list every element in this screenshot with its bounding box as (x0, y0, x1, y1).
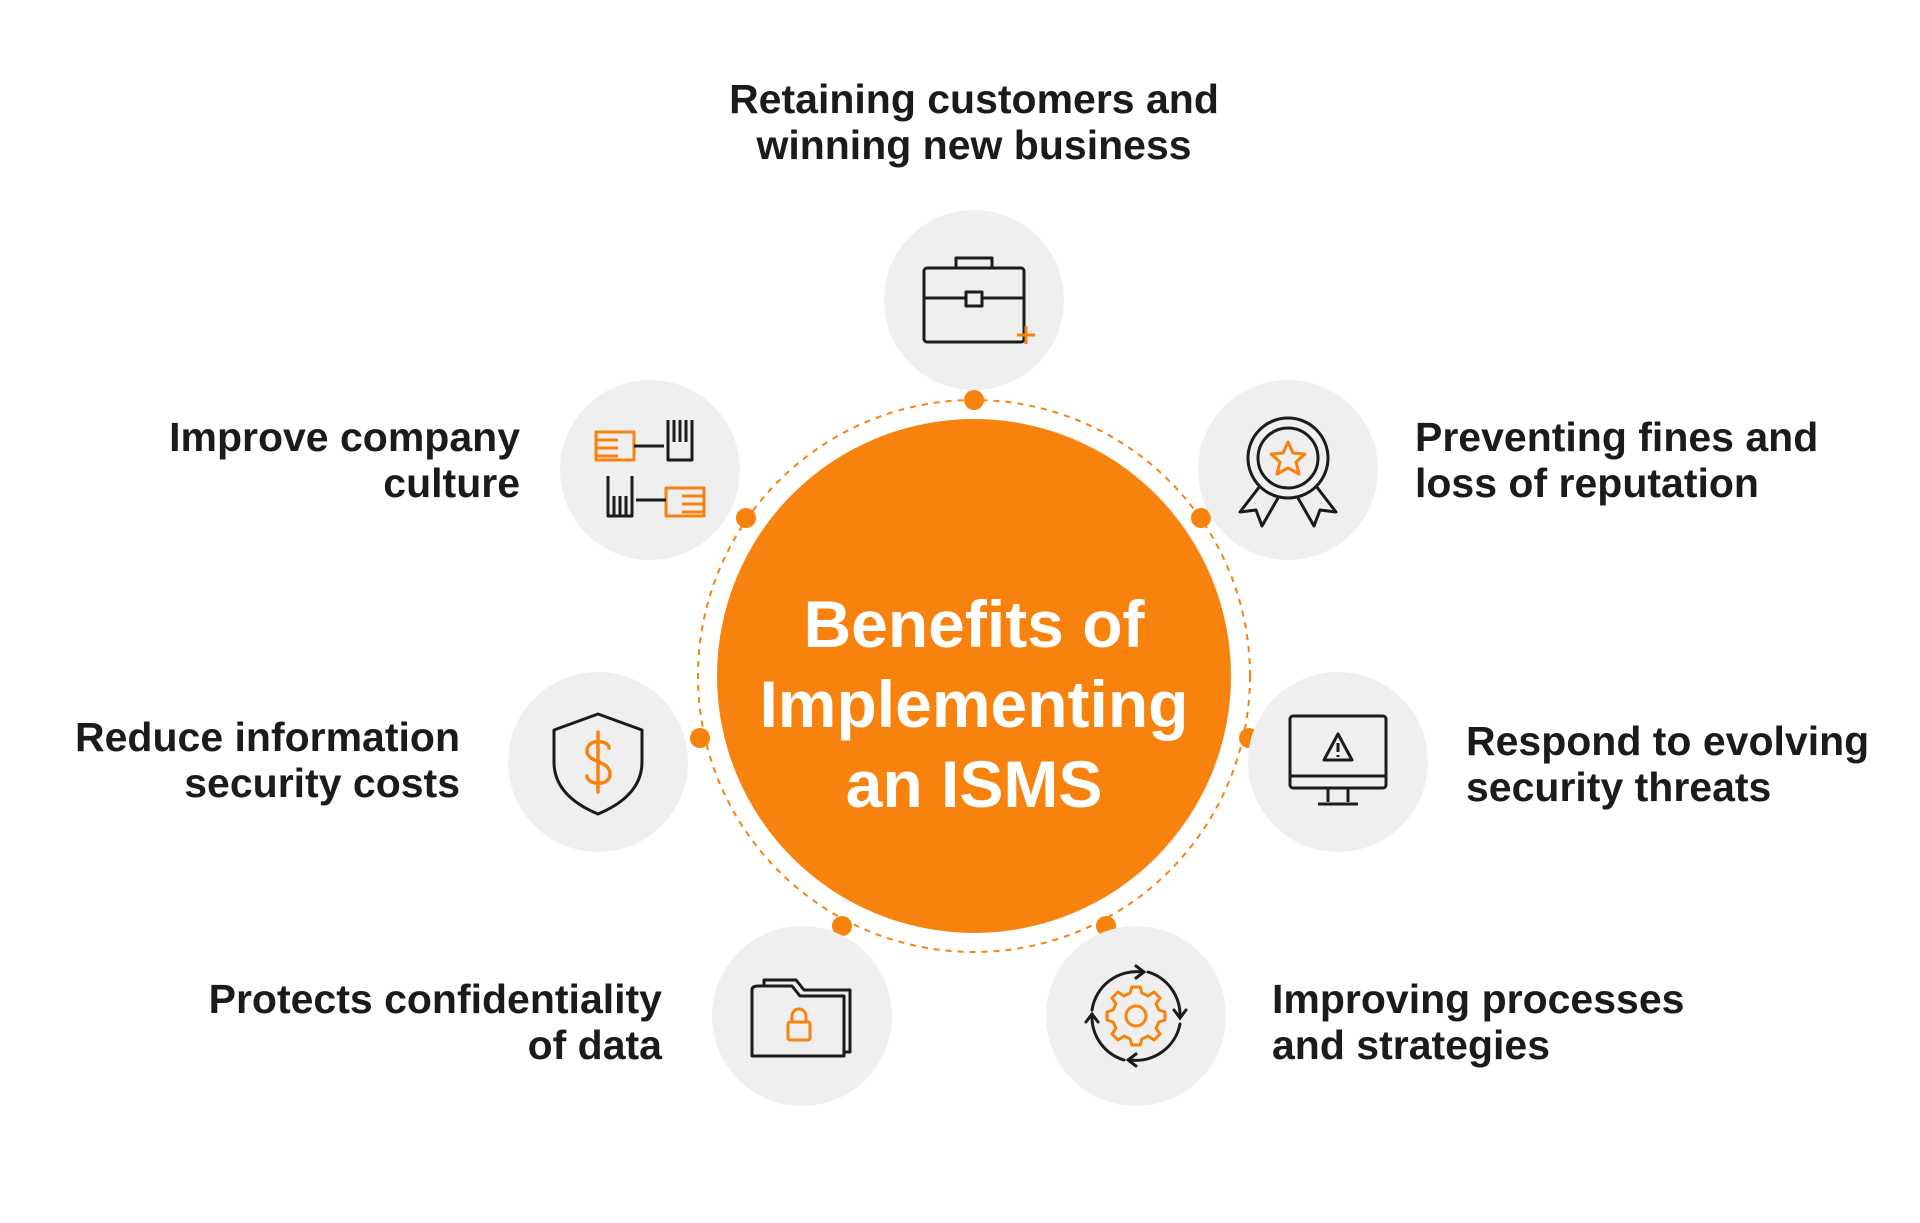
benefit-label-1: Retaining customers and winning new busi… (714, 76, 1234, 168)
benefit-7-line-2: culture (383, 460, 520, 506)
orbit-dot-lower-left (832, 916, 852, 936)
benefit-4-line-1: Improving processes (1272, 976, 1685, 1022)
benefit-2-line-2: loss of reputation (1415, 460, 1759, 506)
benefit-label-3: Respond to evolving security threats (1466, 718, 1869, 810)
benefit-7-line-1: Improve company (169, 414, 520, 460)
center-title-line-3: an ISMS (845, 747, 1103, 821)
benefit-label-2: Preventing fines and loss of reputation (1415, 414, 1818, 506)
award-circle (1198, 380, 1378, 560)
shield-dollar-icon (552, 712, 644, 816)
orbit-dot-top (964, 390, 984, 410)
benefit-5-line-1: Protects confidentiality (208, 976, 662, 1022)
benefit-label-4: Improving processes and strategies (1272, 976, 1684, 1068)
benefit-2-line-1: Preventing fines and (1415, 414, 1819, 460)
briefcase-circle (884, 210, 1064, 390)
joined-hands-icon (594, 420, 706, 518)
benefit-3-line-1: Respond to evolving (1466, 718, 1870, 764)
monitor-warning-icon (1288, 714, 1388, 806)
benefit-1-line-1: Retaining customers and (729, 76, 1219, 122)
orbit-dot-upper-left (736, 508, 756, 528)
hands-circle (560, 380, 740, 560)
benefit-label-7: Improve company culture (169, 414, 520, 506)
orbit-dots (690, 390, 1259, 936)
orbit-dot-left (690, 728, 710, 748)
benefit-6-line-1: Reduce information (75, 714, 460, 760)
center-title-line-1: Benefits of (803, 587, 1145, 661)
folder-circle (712, 926, 892, 1106)
gear-circle (1046, 926, 1226, 1106)
benefit-6-line-2: security costs (184, 760, 460, 806)
briefcase-icon (922, 256, 1035, 344)
center-circle (717, 419, 1231, 933)
orbit-dot-upper-right (1191, 508, 1211, 528)
benefit-label-5: Protects confidentiality of data (209, 976, 662, 1068)
award-badge-icon (1238, 416, 1338, 528)
center-title-line-2: Implementing (759, 667, 1189, 741)
locked-folder-icon (750, 978, 852, 1058)
center-title: Benefits of Implementing an ISMS (714, 534, 1234, 874)
shield-circle (508, 672, 688, 852)
monitor-circle (1248, 672, 1428, 852)
benefit-3-line-2: security threats (1466, 764, 1772, 810)
benefit-1-line-2: winning new business (756, 122, 1192, 168)
gear-cycle-icon (1084, 964, 1188, 1068)
benefit-4-line-2: and strategies (1272, 1022, 1550, 1068)
benefit-label-6: Reduce information security costs (75, 714, 460, 806)
benefit-5-line-2: of data (527, 1022, 662, 1068)
